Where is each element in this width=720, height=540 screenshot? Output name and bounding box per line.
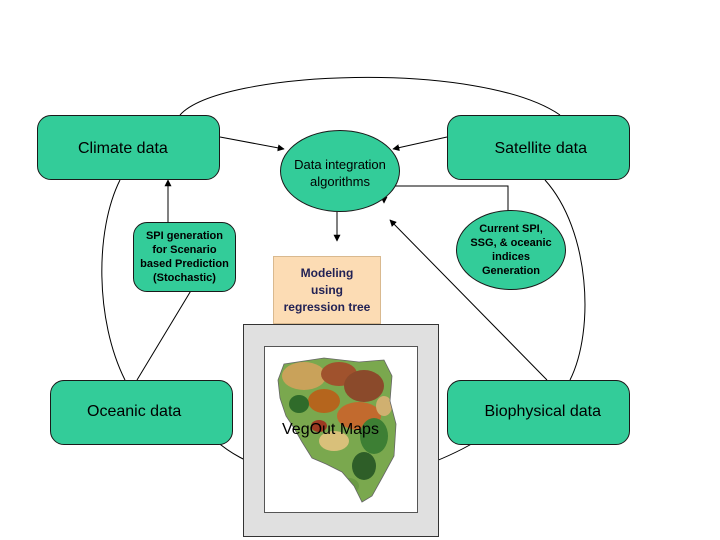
biophysical-data-box: Biophysical data (447, 380, 630, 445)
spi-gen-line-4: (Stochastic) (153, 272, 216, 284)
spi-generation-box: SPI generation for Scenario based Predic… (133, 222, 236, 292)
satellite-data-box: Satellite data (447, 115, 630, 180)
arrow-biophysical-to-integration (389, 219, 548, 381)
current-spi-line-3: indices (492, 251, 530, 263)
arrow-climate-to-integration (219, 136, 285, 152)
data-integration-ellipse: Data integration algorithms (280, 130, 400, 212)
biophysical-data-label: Biophysical data (484, 403, 601, 420)
modeling-line-3: regression tree (283, 299, 371, 314)
current-spi-line-2: SSG, & oceanic (470, 237, 552, 249)
satellite-data-label: Satellite data (494, 140, 587, 157)
arrow-satellite-to-integration (392, 136, 448, 152)
spi-gen-line-1: SPI generation (145, 230, 223, 242)
cycle-left-curve (101, 179, 126, 381)
spi-gen-line-2: for Scenario (152, 244, 217, 256)
modeling-box: Modeling using regression tree (273, 256, 381, 324)
modeling-line-2: using (311, 282, 343, 297)
climate-data-box: Climate data (37, 115, 220, 180)
current-spi-line-4: Generation (481, 265, 541, 277)
vegetation-outlook-map-icon (277, 357, 397, 503)
cycle-right-curve (544, 179, 586, 381)
vegout-maps-label: VegOut Maps (282, 421, 379, 438)
arrow-currentspi-to-integration (380, 185, 509, 211)
modeling-line-1: Modeling (300, 265, 354, 280)
oceanic-data-label: Oceanic data (87, 403, 182, 420)
current-spi-ellipse: Current SPI, SSG, & oceanic indices Gene… (456, 210, 566, 290)
current-spi-line-1: Current SPI, (479, 223, 543, 235)
spi-gen-line-3: based Prediction (140, 258, 229, 270)
climate-data-label: Climate data (78, 140, 168, 157)
integration-line-2: algorithms (310, 174, 370, 189)
integration-line-1: Data integration (294, 157, 386, 172)
oceanic-data-box: Oceanic data (50, 380, 233, 445)
cycle-top-curve (179, 76, 561, 116)
